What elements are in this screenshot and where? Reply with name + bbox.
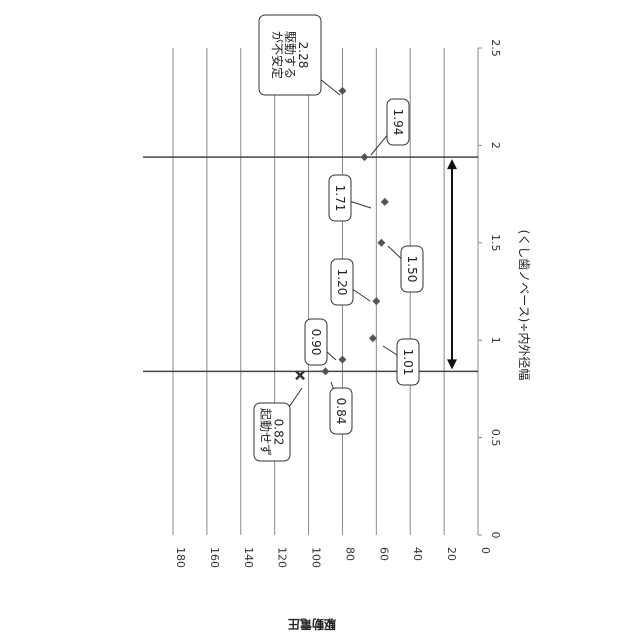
data-point-marker	[322, 367, 330, 375]
x-tick-label: 1.5	[489, 234, 502, 252]
data-callout: 1.20	[331, 259, 370, 305]
y-tick-label: 100	[310, 547, 323, 568]
data-callout: 2.28駆動するが不安定	[259, 15, 340, 95]
data-label: 0.84	[334, 398, 348, 425]
y-tick-label: 180	[174, 547, 187, 568]
y-tick-label: 120	[276, 547, 289, 568]
range-arrow-head-bottom	[447, 359, 457, 369]
data-callouts: 0.82起動せず 0.84 0.90 1.01 1.20 1.50 1.71 1.94 2.28…	[254, 15, 423, 461]
data-point-marker	[377, 239, 385, 247]
x-tick-label: 2	[489, 142, 502, 149]
data-label: 0.90	[309, 329, 323, 356]
y-tick-label: 60	[377, 547, 390, 561]
data-label: が不安定	[270, 31, 285, 79]
data-point-marker	[338, 356, 346, 364]
y-tick-label: 140	[242, 547, 255, 568]
data-point-marker	[372, 297, 380, 305]
data-label: 起動せず	[259, 408, 273, 456]
x-axis-title: (くし歯ノベース)÷内外径幅	[517, 230, 532, 381]
x-tick-label: 2.5	[489, 39, 502, 57]
data-label: 1.01	[401, 349, 415, 376]
data-point-marker	[338, 87, 346, 95]
data-callout: 1.50	[388, 246, 423, 292]
data-label: 1.71	[333, 185, 347, 212]
data-callout: 1.01	[383, 339, 419, 385]
y-tick-label: 80	[343, 547, 356, 561]
data-point-marker	[369, 334, 377, 342]
y-tick-label: 20	[445, 547, 458, 561]
data-label: 1.20	[335, 269, 349, 296]
data-label: 2.28	[296, 42, 310, 69]
x-tick-label: 0	[489, 532, 502, 539]
data-label: 0.82	[272, 419, 286, 446]
y-axis-title: 駆動電圧	[288, 617, 336, 632]
y-tick-label: 40	[411, 547, 424, 561]
x-tick-label: 0.5	[489, 429, 502, 447]
data-callout: 0.84	[330, 382, 352, 434]
range-arrow-head-top	[447, 159, 457, 169]
data-point-x-marker	[296, 371, 304, 379]
plot-area	[143, 48, 482, 535]
data-callout: 0.82起動せず	[254, 388, 302, 461]
y-tick-label: 0	[479, 547, 492, 554]
data-callout: 0.90	[305, 319, 336, 365]
data-point-marker	[381, 198, 389, 206]
data-callout: 1.71	[329, 175, 371, 221]
x-tick-label: 1	[489, 337, 502, 344]
y-tick-label: 160	[208, 547, 221, 568]
data-label: 駆動する	[283, 31, 297, 79]
data-point-marker	[360, 153, 368, 161]
data-label: 1.94	[391, 109, 405, 136]
data-label: 1.50	[405, 256, 419, 283]
